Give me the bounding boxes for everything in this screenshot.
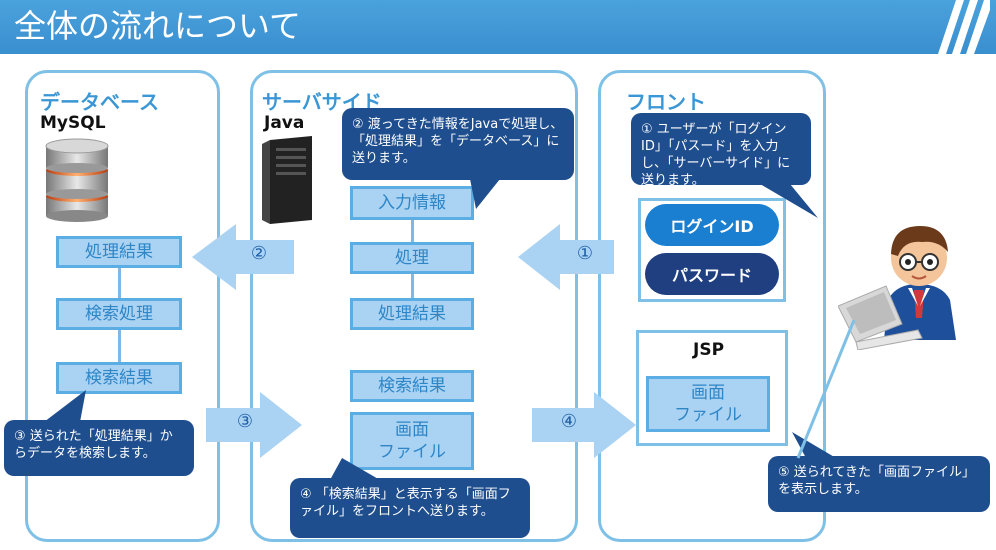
callout-step-3: ③ 送られた「処理結果」からデータを検索します。	[4, 420, 194, 476]
server-screen-file-line2: ファイル	[378, 442, 446, 462]
server-connector-1	[411, 220, 414, 242]
arrow-3-to-server	[206, 392, 302, 458]
db-connector-2	[118, 330, 121, 362]
login-id-field[interactable]: ログインID	[645, 204, 779, 246]
db-connector-1	[118, 268, 121, 298]
front-screen-file-line1: 画面	[691, 383, 725, 403]
front-screen-file: 画面 ファイル	[646, 376, 770, 432]
user-at-computer-illustration	[838, 226, 956, 350]
arrow-1-label: ①	[576, 243, 594, 264]
server-screen-file: 画面 ファイル	[350, 412, 474, 470]
decorative-stripes	[938, 0, 990, 54]
server-step-processing: 処理	[350, 242, 474, 274]
arrow-4-label: ④	[560, 411, 578, 432]
jsp-label: JSP	[693, 340, 725, 360]
mysql-label: MySQL	[40, 113, 106, 133]
server-tower-icon	[262, 136, 312, 224]
callout-step-1: ① ユーザーが「ログインID」「パスード」を入力し、「サーバーサイド」に送ります…	[631, 113, 811, 188]
server-step-input-info: 入力情報	[350, 186, 474, 220]
callout-step-2: ② 渡ってきた情報をJavaで処理し、「処理結果」を「データベース」に送ります。	[342, 108, 574, 180]
arrow-4-to-front	[532, 392, 636, 458]
callout-step-4-tail	[330, 458, 380, 480]
server-search-result: 検索結果	[350, 370, 474, 402]
arrow-3-label: ③	[236, 411, 254, 432]
db-step-processing-result: 処理結果	[56, 236, 182, 268]
server-screen-file-line1: 画面	[395, 420, 429, 440]
front-panel-title: フロント	[626, 90, 706, 114]
callout-step-2-tail	[470, 179, 500, 209]
server-connector-2	[411, 274, 414, 298]
server-step-processing-result: 処理結果	[350, 298, 474, 330]
arrow-2-to-database	[192, 224, 294, 290]
login-form-box	[638, 198, 786, 302]
password-field[interactable]: パスワード	[645, 253, 779, 295]
database-icon	[45, 138, 109, 222]
database-panel-title: データベース	[40, 90, 159, 114]
front-screen-file-line2: ファイル	[674, 405, 742, 425]
callout-step-5-tail	[792, 432, 836, 458]
callout-step-5: ⑤ 送られてきた「画面ファイル」を表示します。	[768, 456, 990, 512]
arrow-1-to-server	[518, 224, 614, 290]
callout-step-3-tail	[44, 390, 86, 422]
callout-step-4: ④ 「検索結果」と表示する「画面ファイル」をフロントへ送ります。	[290, 478, 530, 538]
user-to-screen-line	[796, 320, 856, 459]
callout-step-1-tail	[760, 184, 818, 218]
db-step-search-processing: 検索処理	[56, 298, 182, 330]
arrow-2-label: ②	[250, 243, 268, 264]
db-step-search-result: 検索結果	[56, 362, 182, 394]
page-title: 全体の流れについて	[14, 7, 302, 45]
java-label: Java	[264, 113, 305, 133]
header-bar	[0, 0, 996, 54]
